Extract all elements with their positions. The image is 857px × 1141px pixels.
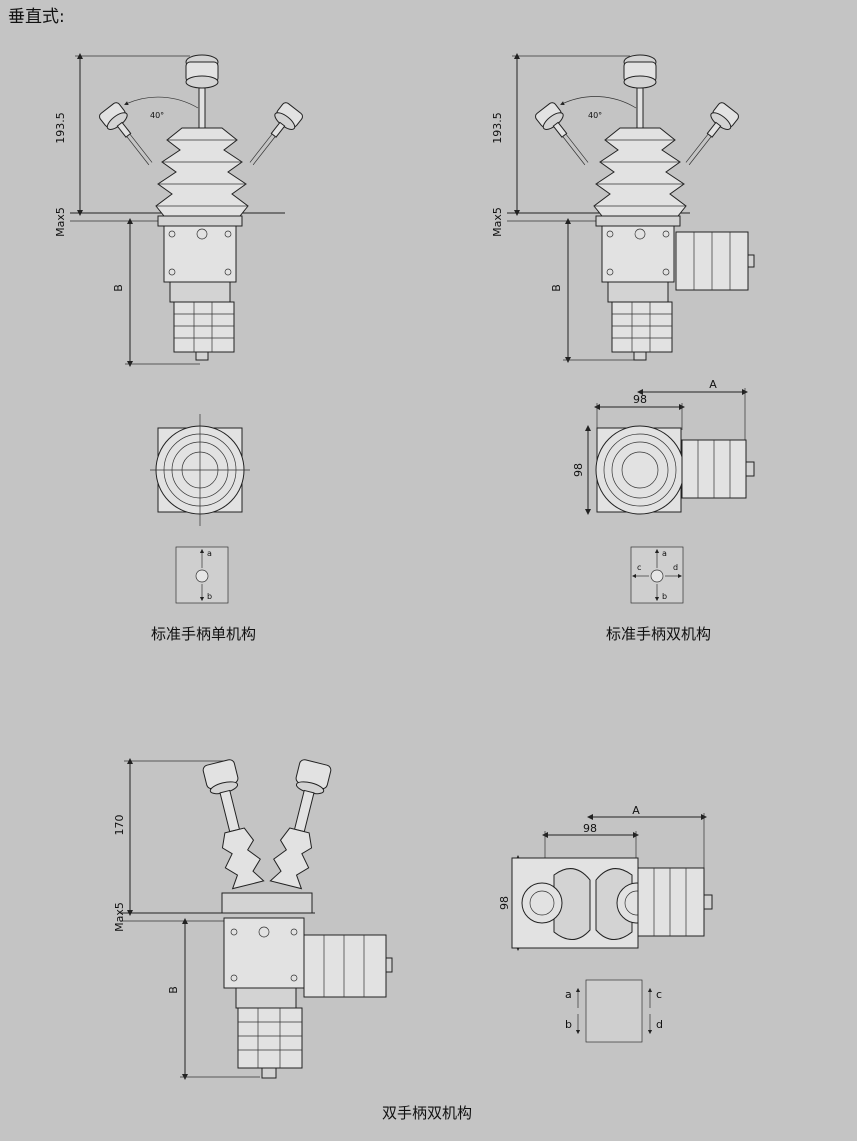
dim-height-dual: 170: [113, 815, 126, 836]
dim-b-left: B: [112, 284, 125, 292]
double-mechanism-side-view: 193.5 Max5 B 40°: [491, 53, 755, 363]
dir-label-d-dual: d: [656, 1018, 663, 1031]
dim-98-width-top: 98: [633, 393, 647, 406]
dim-b-right: B: [550, 284, 563, 292]
dim-98-width-bottom: 98: [583, 822, 597, 835]
dim-height-standard-right: 193.5: [491, 112, 504, 144]
dir-label-b-double: b: [662, 592, 667, 601]
dir-label-c-dual: c: [656, 988, 662, 1001]
double-mechanism-top-view: A 98 98: [572, 378, 755, 515]
dir-label-a-single: a: [207, 549, 212, 558]
page-title: 垂直式:: [8, 7, 65, 27]
single-mechanism-side-view: 193.5 Max5 B 40°: [54, 53, 305, 367]
dim-b-dual: B: [167, 986, 180, 994]
dir-label-c-double: c: [637, 563, 641, 572]
dim-height-standard-left: 193.5: [54, 112, 67, 144]
dim-max5-right: Max5: [491, 207, 504, 237]
dim-angle-left: 40°: [150, 111, 164, 120]
dir-label-d-double: d: [673, 563, 678, 572]
dim-98-height-top: 98: [572, 463, 585, 477]
dual-handle-top-view: A 98 98: [498, 804, 713, 951]
caption-single-mechanism: 标准手柄单机构: [151, 625, 257, 643]
dir-label-a-dual: a: [565, 988, 572, 1001]
single-direction-diagram: a b: [175, 546, 229, 604]
dim-a-top: A: [709, 378, 717, 391]
single-mechanism-top-view: [150, 414, 250, 526]
dir-label-a-double: a: [662, 549, 667, 558]
dual-handle-direction-diagram: a b c d: [565, 979, 663, 1043]
dim-98-height-bottom: 98: [498, 896, 511, 910]
dual-handle-side-view: 170 Max5 B: [113, 758, 393, 1080]
double-direction-diagram: a b c d: [630, 546, 684, 604]
caption-dual-handle-mechanism: 双手柄双机构: [382, 1104, 473, 1122]
dim-max5-left: Max5: [54, 207, 67, 237]
dim-max5-dual: Max5: [113, 902, 126, 932]
dir-label-b-dual: b: [565, 1018, 572, 1031]
dim-a-bottom: A: [632, 804, 640, 817]
dim-angle-right: 40°: [588, 111, 602, 120]
caption-double-mechanism: 标准手柄双机构: [606, 625, 712, 643]
dir-label-b-single: b: [207, 592, 212, 601]
